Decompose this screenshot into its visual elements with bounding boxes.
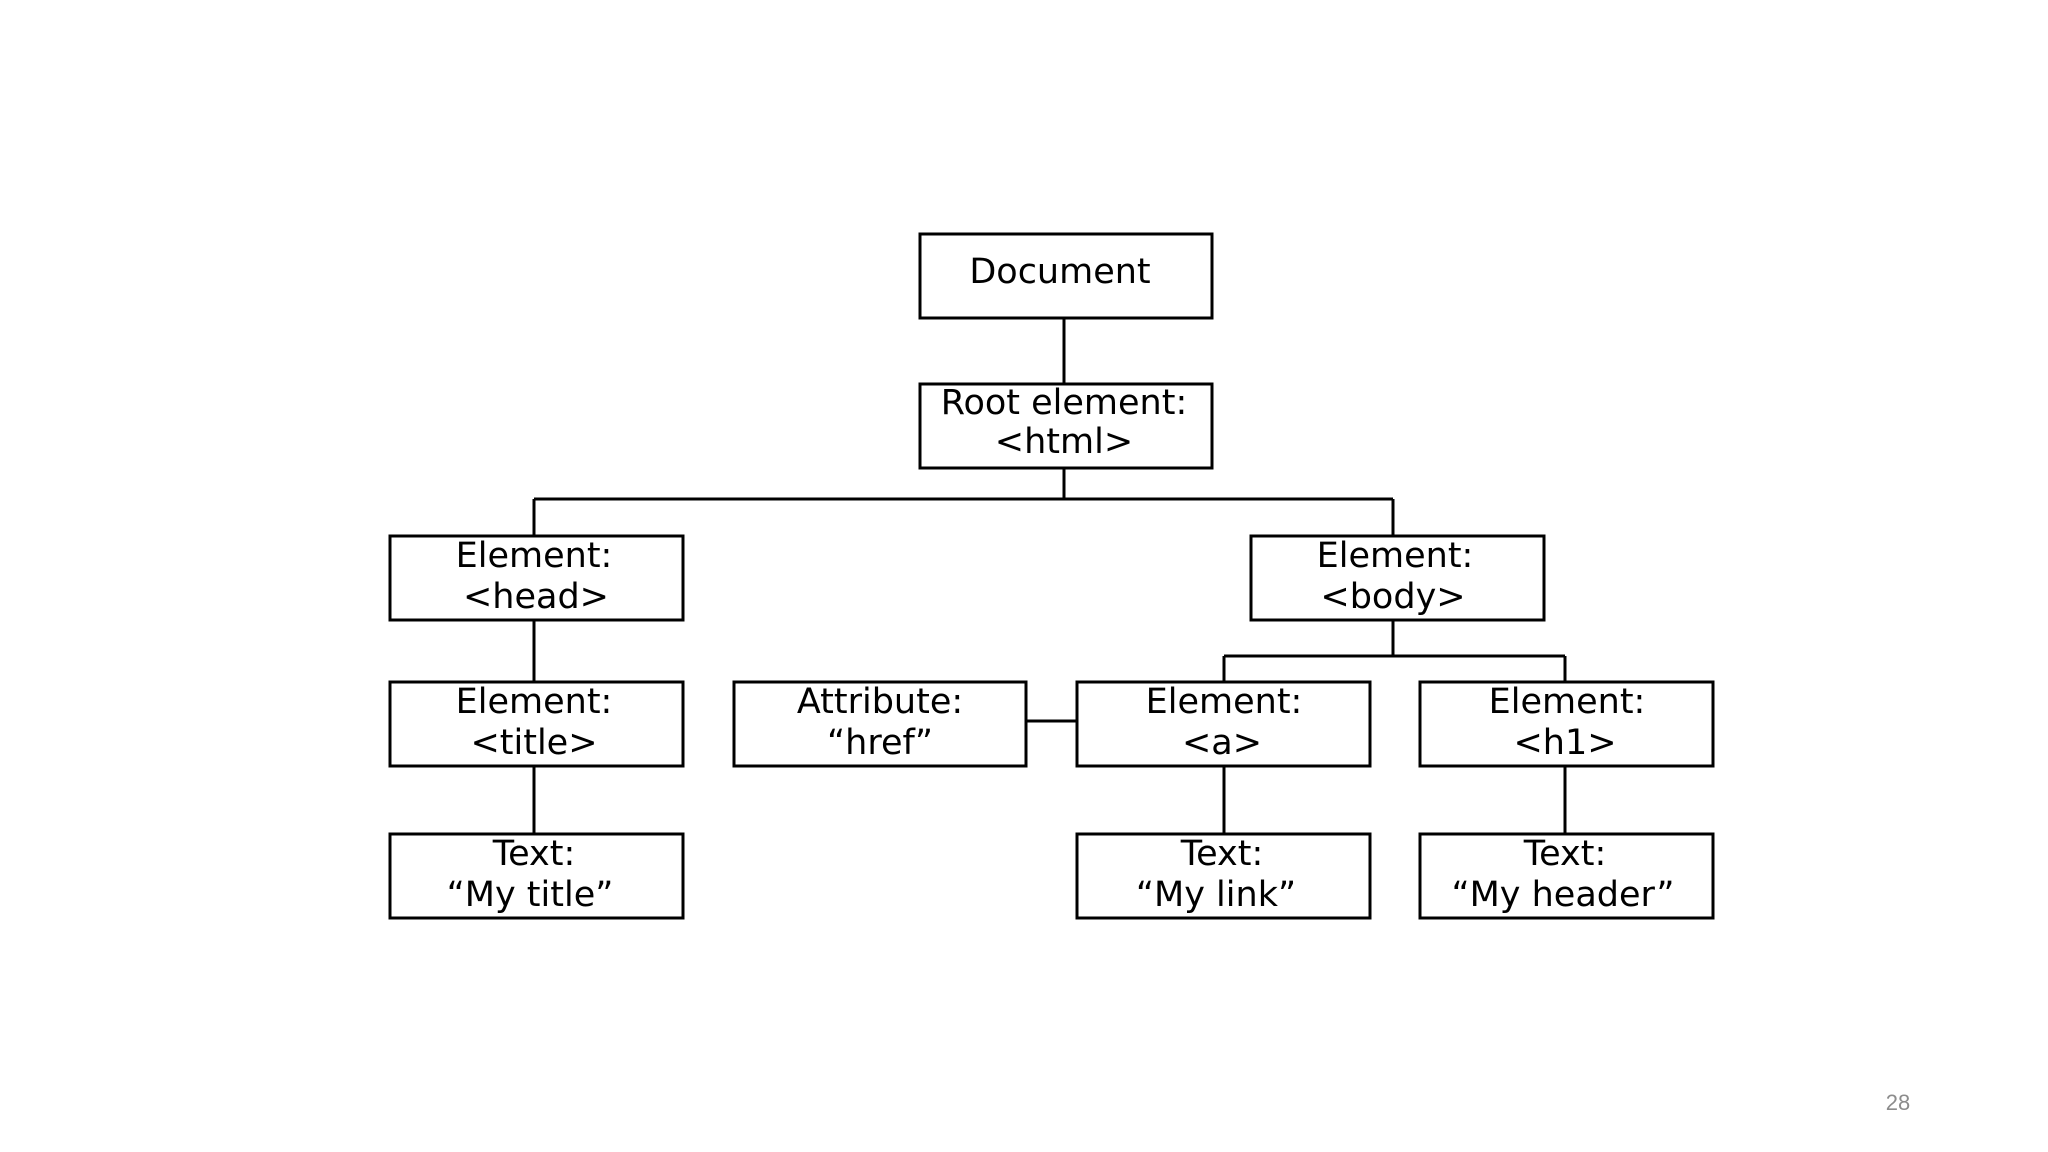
node-head: Element: <head> [388, 534, 685, 622]
node-text-link-line2: “My link” [1136, 875, 1296, 915]
node-root-line1: Root element: [941, 383, 1188, 423]
node-text-link-line1: Text: [1180, 834, 1264, 874]
node-h1: Element: <h1> [1418, 680, 1715, 768]
node-attribute-line1: Attribute: [797, 682, 963, 722]
node-text-title-line2: “My title” [447, 875, 614, 915]
node-a-line2: <a> [1182, 723, 1262, 763]
node-head-line1: Element: [456, 536, 613, 576]
node-head-line2: <head> [463, 577, 609, 617]
node-root-line2: <html> [995, 422, 1133, 462]
node-a: Element: <a> [1075, 680, 1372, 768]
node-title-line2: <title> [470, 723, 597, 763]
node-h1-line2: <h1> [1513, 723, 1616, 763]
node-document: Document [918, 232, 1214, 320]
node-body-line2: <body> [1320, 577, 1465, 617]
node-text-title-line1: Text: [492, 834, 576, 874]
node-body: Element: <body> [1249, 534, 1546, 622]
node-title-line1: Element: [456, 682, 613, 722]
node-h1-line1: Element: [1489, 682, 1646, 722]
page-number: 28 [1885, 1090, 1911, 1115]
node-text-my-title: Text: “My title” [388, 832, 685, 920]
node-a-line1: Element: [1146, 682, 1303, 722]
node-text-header-line1: Text: [1523, 834, 1607, 874]
node-body-line1: Element: [1317, 536, 1474, 576]
node-attribute-line2: “href” [827, 723, 933, 763]
node-title: Element: <title> [388, 680, 685, 768]
node-text-my-link: Text: “My link” [1075, 832, 1372, 920]
node-text-my-header: Text: “My header” [1418, 832, 1715, 920]
node-attribute: Attribute: “href” [732, 680, 1028, 768]
node-root-element: Root element: <html> [918, 382, 1214, 470]
node-text-header-line2: “My header” [1451, 875, 1674, 915]
connectors [532, 318, 1567, 834]
node-document-label: Document [969, 252, 1150, 292]
